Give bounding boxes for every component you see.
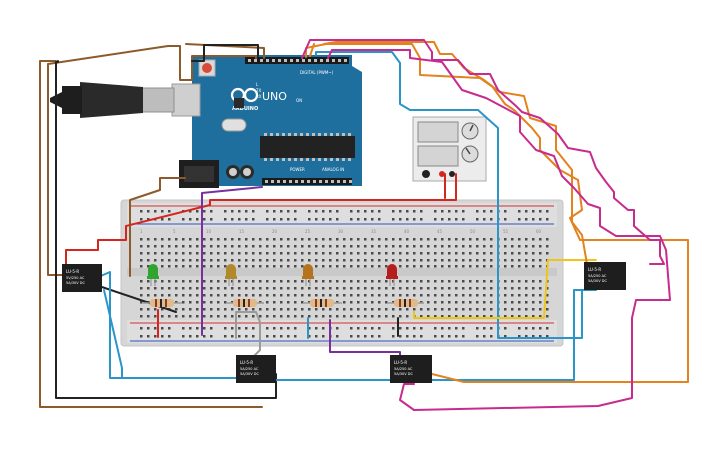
display-bottom	[417, 145, 459, 167]
column-number: 5	[173, 229, 176, 234]
led-orange[interactable]	[302, 264, 314, 286]
relay-text-2: 5V/250 AC	[66, 276, 85, 280]
power-analog-pins	[265, 180, 352, 183]
resistors[interactable]	[143, 299, 424, 307]
power-supply[interactable]	[412, 116, 487, 182]
relay-text-3: 5A/30V DC	[588, 279, 607, 283]
column-number: 35	[371, 229, 377, 234]
power-label: POWER	[290, 167, 305, 172]
ps-positive-terminal-icon	[439, 171, 445, 177]
reset-button[interactable]	[202, 63, 212, 73]
column-number: 10	[206, 229, 212, 234]
relay-text-3: 5A/30V DC	[394, 372, 413, 376]
breadboard-holes	[140, 210, 549, 338]
ps-negative-terminal-icon	[449, 171, 455, 177]
tx-label: TX	[255, 88, 261, 93]
column-number: 60	[536, 229, 542, 234]
l-label: L	[256, 82, 259, 87]
relay-text-2: 5A/250 AC	[240, 367, 259, 371]
ps-power-switch-icon[interactable]	[422, 170, 430, 178]
dc-jack[interactable]	[179, 160, 219, 188]
usb-plug-metal	[141, 87, 175, 113]
relay-text-2: 5A/250 AC	[394, 367, 413, 371]
relay-text-3: 5A/30V DC	[240, 372, 259, 376]
relay-text-1: LU-5-R	[66, 269, 79, 274]
wires[interactable]	[39, 39, 689, 411]
crystal-oscillator	[221, 118, 247, 132]
relay-right[interactable]: LU-5-R 5A/250 AC 5A/30V DC	[584, 262, 626, 290]
model-text: UNO	[262, 90, 287, 103]
resistor-2	[226, 299, 264, 307]
column-number: 40	[404, 229, 410, 234]
led-yellow[interactable]	[225, 264, 237, 286]
relay-bottom-1[interactable]: LU-5-R 5A/250 AC 5A/30V DC	[236, 355, 276, 383]
on-label: ON	[296, 98, 302, 103]
arduino-uno-board[interactable]: DIGITAL (PWM~) ARDUINO UNO ON L TX RX PO…	[192, 55, 362, 186]
led-green[interactable]	[147, 264, 159, 286]
column-number: 25	[305, 229, 311, 234]
usb-chip	[234, 98, 244, 108]
analog-label: ANALOG IN	[322, 167, 344, 172]
resistor-3	[303, 299, 342, 307]
column-number: 20	[272, 229, 278, 234]
column-number: 50	[470, 229, 476, 234]
column-number: 45	[437, 229, 443, 234]
column-number: 55	[503, 229, 509, 234]
usb-cable[interactable]	[50, 82, 201, 118]
column-number: 1	[140, 229, 143, 234]
column-number: 30	[338, 229, 344, 234]
relay-left[interactable]: LU-5-R 5V/250 AC 5A/30V DC	[62, 264, 102, 292]
display-top	[417, 121, 459, 143]
leds	[147, 264, 398, 286]
rx-label: RX	[256, 94, 262, 99]
relay-text-1: LU-5-R	[588, 267, 601, 272]
brand-text: ARDUINO	[232, 106, 258, 112]
usb-b-port	[171, 83, 201, 117]
led-red[interactable]	[386, 264, 398, 286]
relay-bottom-2[interactable]: LU-5-R 5A/250 AC 5A/30V DC	[390, 355, 432, 383]
relay-text-3: 5A/30V DC	[66, 281, 85, 285]
resistor-4	[387, 299, 424, 307]
column-number: 15	[239, 229, 245, 234]
relay-text-2: 5A/250 AC	[588, 274, 607, 278]
digital-label: DIGITAL (PWM~)	[300, 70, 334, 75]
relay-text-1: LU-5-R	[240, 360, 253, 365]
resistor-1	[143, 299, 182, 307]
relay-text-1: LU-5-R	[394, 360, 407, 365]
chip-pins	[264, 133, 351, 161]
atmega-chip	[260, 136, 355, 158]
digital-pins	[248, 59, 347, 62]
usb-plug-body	[80, 82, 143, 118]
